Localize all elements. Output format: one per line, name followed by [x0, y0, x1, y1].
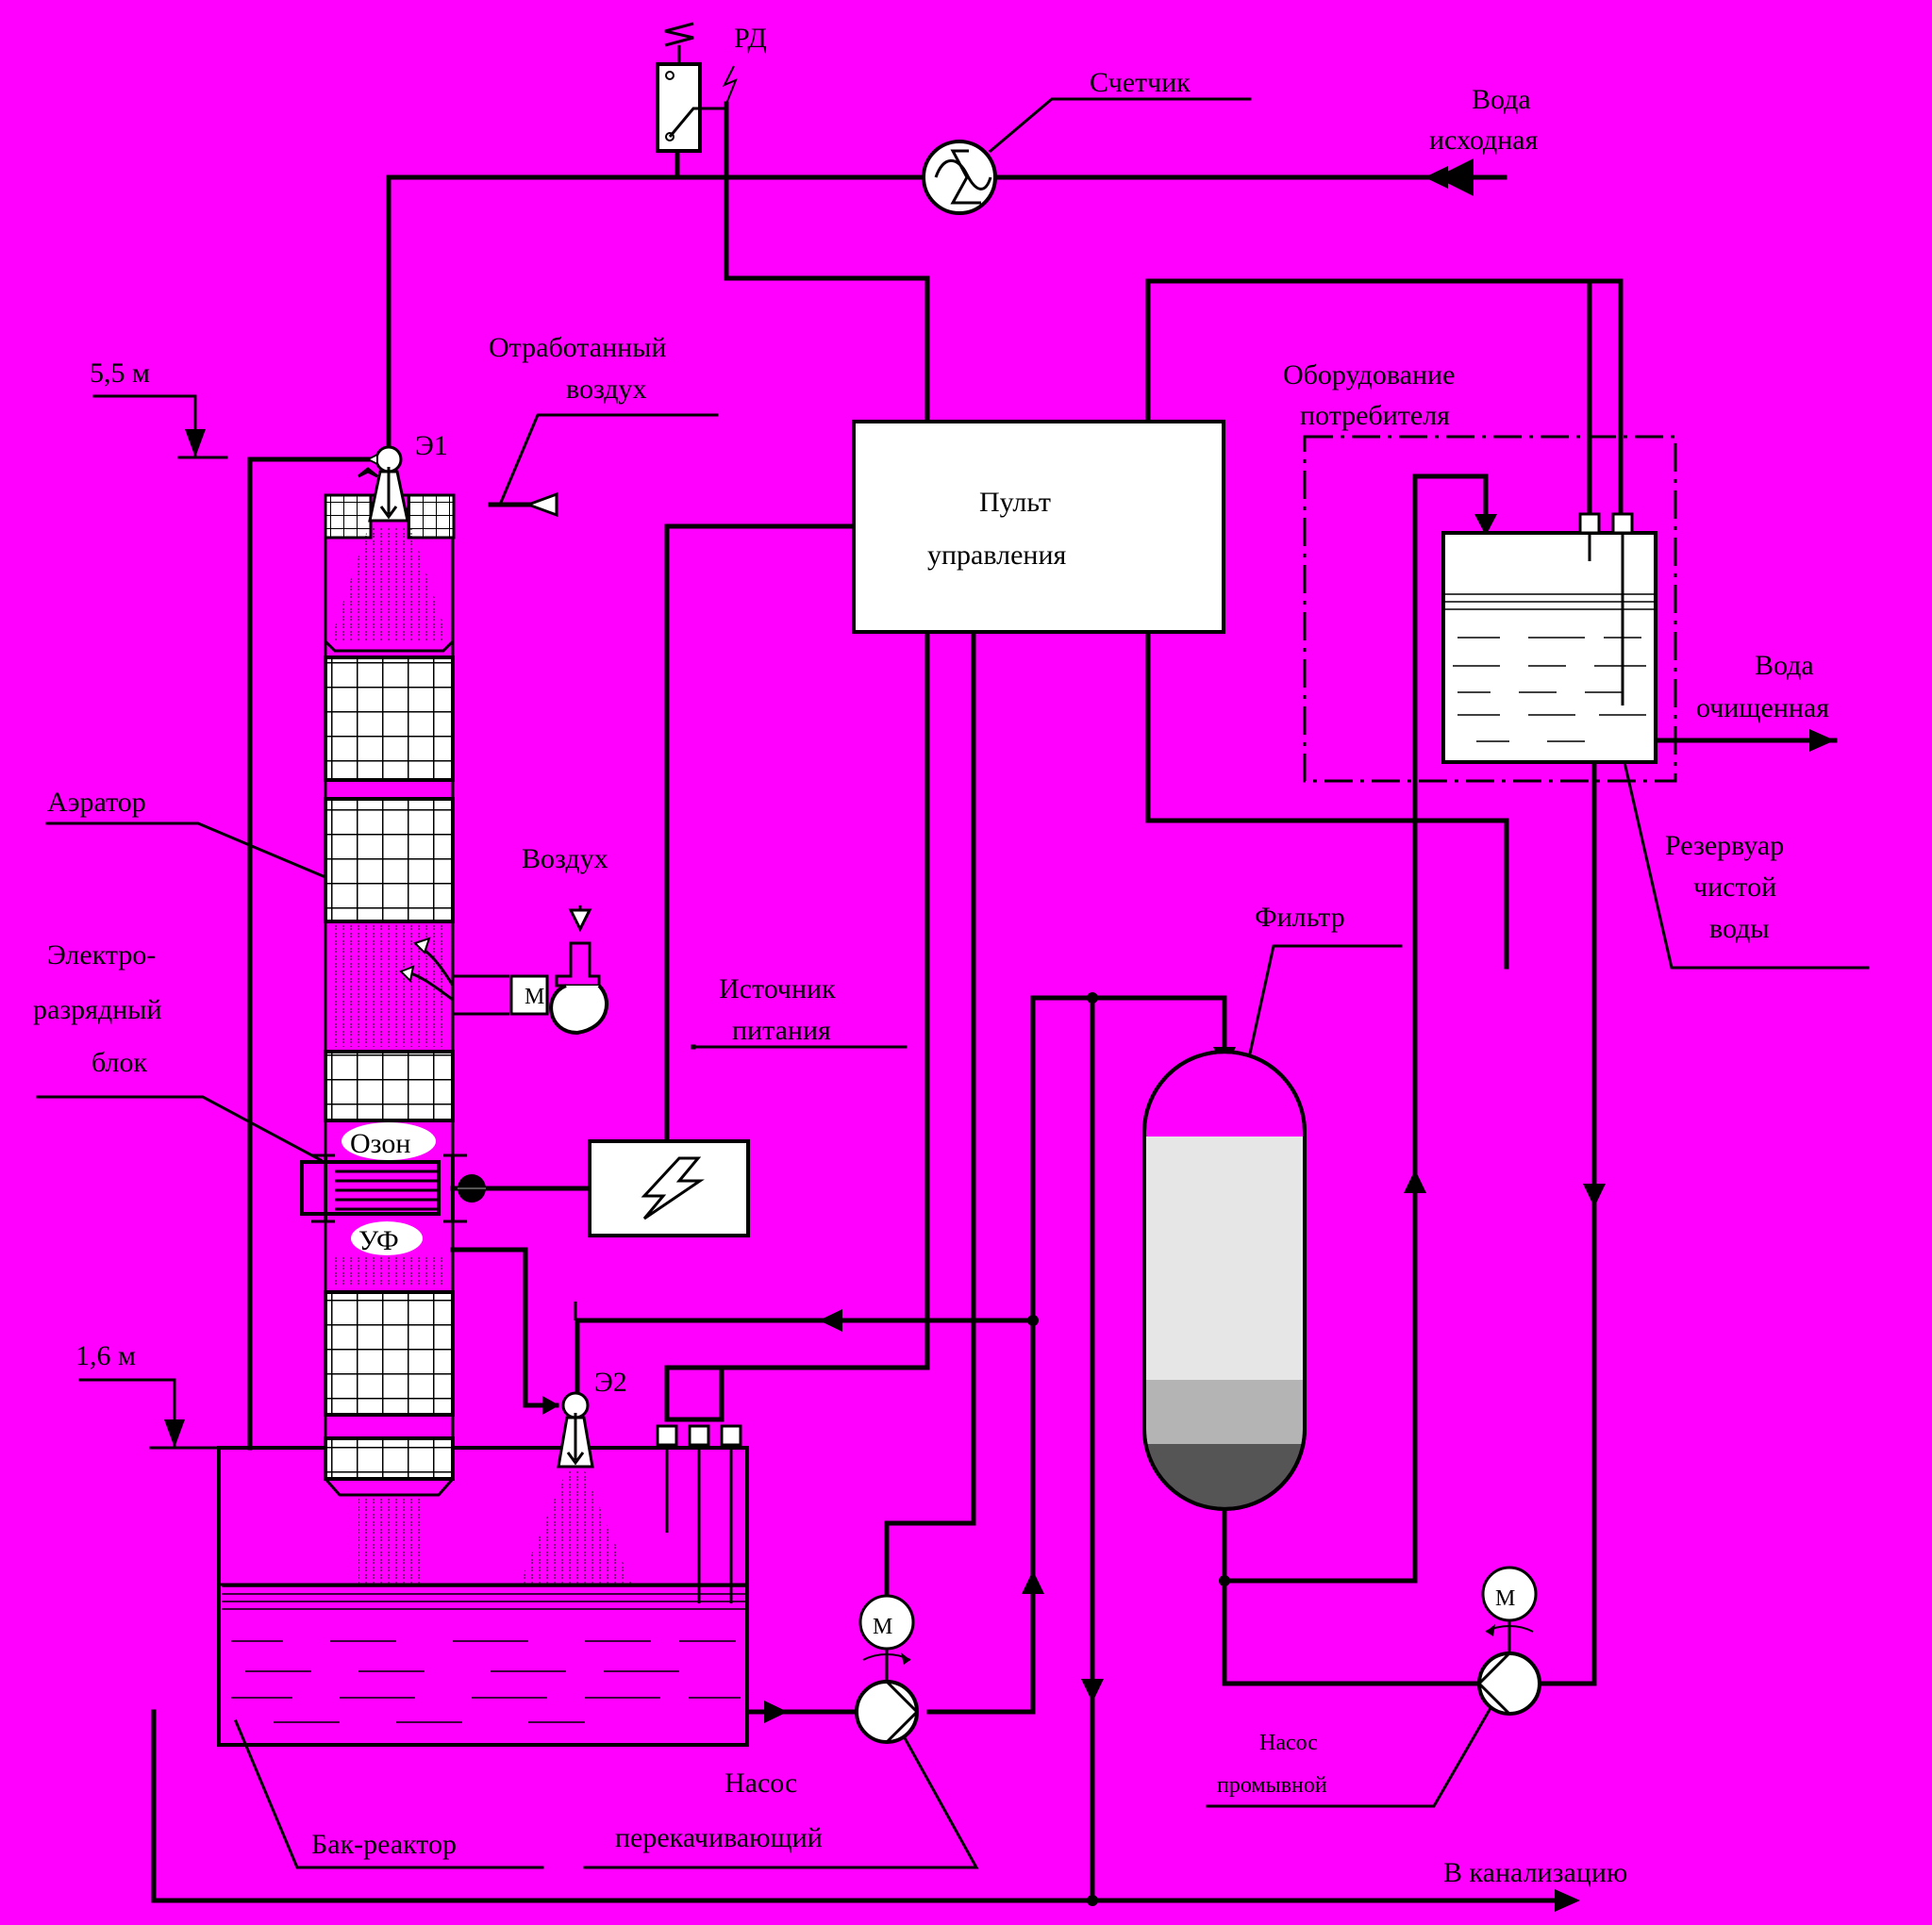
lightning-icon	[641, 1156, 705, 1220]
discharge-label-3: блок	[92, 1047, 147, 1078]
water-in-label-1: Вода	[1472, 84, 1531, 115]
sewer-label: В канализацию	[1443, 1857, 1627, 1888]
consumer-label-2: потребителя	[1300, 400, 1450, 431]
level-top-label: 5,5 м	[90, 357, 150, 389]
level-bottom-label: 1,6 м	[75, 1340, 136, 1371]
water-in-label-2: исходная	[1429, 124, 1539, 156]
pump-wash-label-1: Насос	[1259, 1731, 1318, 1755]
inlet-pipe	[386, 174, 1507, 446]
air-label: Воздух	[522, 843, 608, 874]
uv-label: УФ	[358, 1225, 399, 1256]
reactor-tank	[217, 1424, 749, 1747]
power-label-2: питания	[732, 1015, 831, 1046]
discharge-label-2: разрядный	[33, 994, 162, 1025]
discharge-label-1: Электро-	[47, 939, 156, 971]
motor-label: М	[525, 985, 544, 1009]
reservoir-label-1: Резервуар	[1665, 830, 1784, 861]
consumer-label-1: Оборудование	[1283, 359, 1455, 390]
rd-label: РД	[734, 23, 767, 54]
ejector-1-label: Э1	[415, 430, 448, 461]
reservoir-label-2: чистой	[1693, 871, 1776, 903]
water-out-label-1: Вода	[1755, 650, 1814, 681]
power-source	[588, 1139, 750, 1237]
blower-motor: М	[399, 937, 608, 1037]
ozone-label: Озон	[350, 1128, 410, 1159]
ejector-2	[519, 1302, 632, 1585]
reservoir-label-3: воды	[1709, 913, 1770, 944]
exhaust-label-1: Отработанный	[489, 332, 666, 363]
pump-transfer-motor-label: М	[873, 1615, 892, 1639]
power-label-1: Источник	[719, 973, 836, 1004]
filter-vessel	[1142, 1050, 1307, 1511]
pump-wash-motor-label: М	[1495, 1586, 1515, 1611]
clean-water-reservoir	[1441, 512, 1657, 764]
pump-wash: М	[1476, 1566, 1541, 1716]
control-panel-label-1: Пульт	[979, 487, 1051, 518]
aerator-label: Аэратор	[47, 787, 146, 818]
ejector-1	[365, 445, 409, 523]
counter-label: Счетчик	[1090, 67, 1191, 98]
labels: РД Счетчик Вода исходная 5,5 м Отработан…	[33, 23, 1829, 1888]
pump-transfer-label-1: Насос	[724, 1767, 797, 1799]
pump-transfer-label-2: перекачивающий	[615, 1822, 823, 1853]
water-out-label-2: очищенная	[1696, 692, 1829, 723]
consumer-equipment-box	[1303, 435, 1677, 783]
ejector-2-label: Э2	[594, 1367, 627, 1398]
control-panel-label-2: управления	[927, 539, 1067, 571]
exhaust-label-2: воздух	[566, 373, 647, 405]
counter-icon	[922, 140, 997, 215]
pump-transfer: М	[855, 1594, 920, 1744]
pump-wash-label-2: промывной	[1217, 1773, 1327, 1798]
filter-label: Фильтр	[1255, 902, 1345, 933]
control-panel: Пульт управления	[852, 420, 1225, 634]
tank-label: Бак-реактор	[311, 1829, 457, 1860]
aerator-column: Озон УФ	[300, 493, 486, 1585]
pressure-relay-icon	[656, 22, 738, 153]
